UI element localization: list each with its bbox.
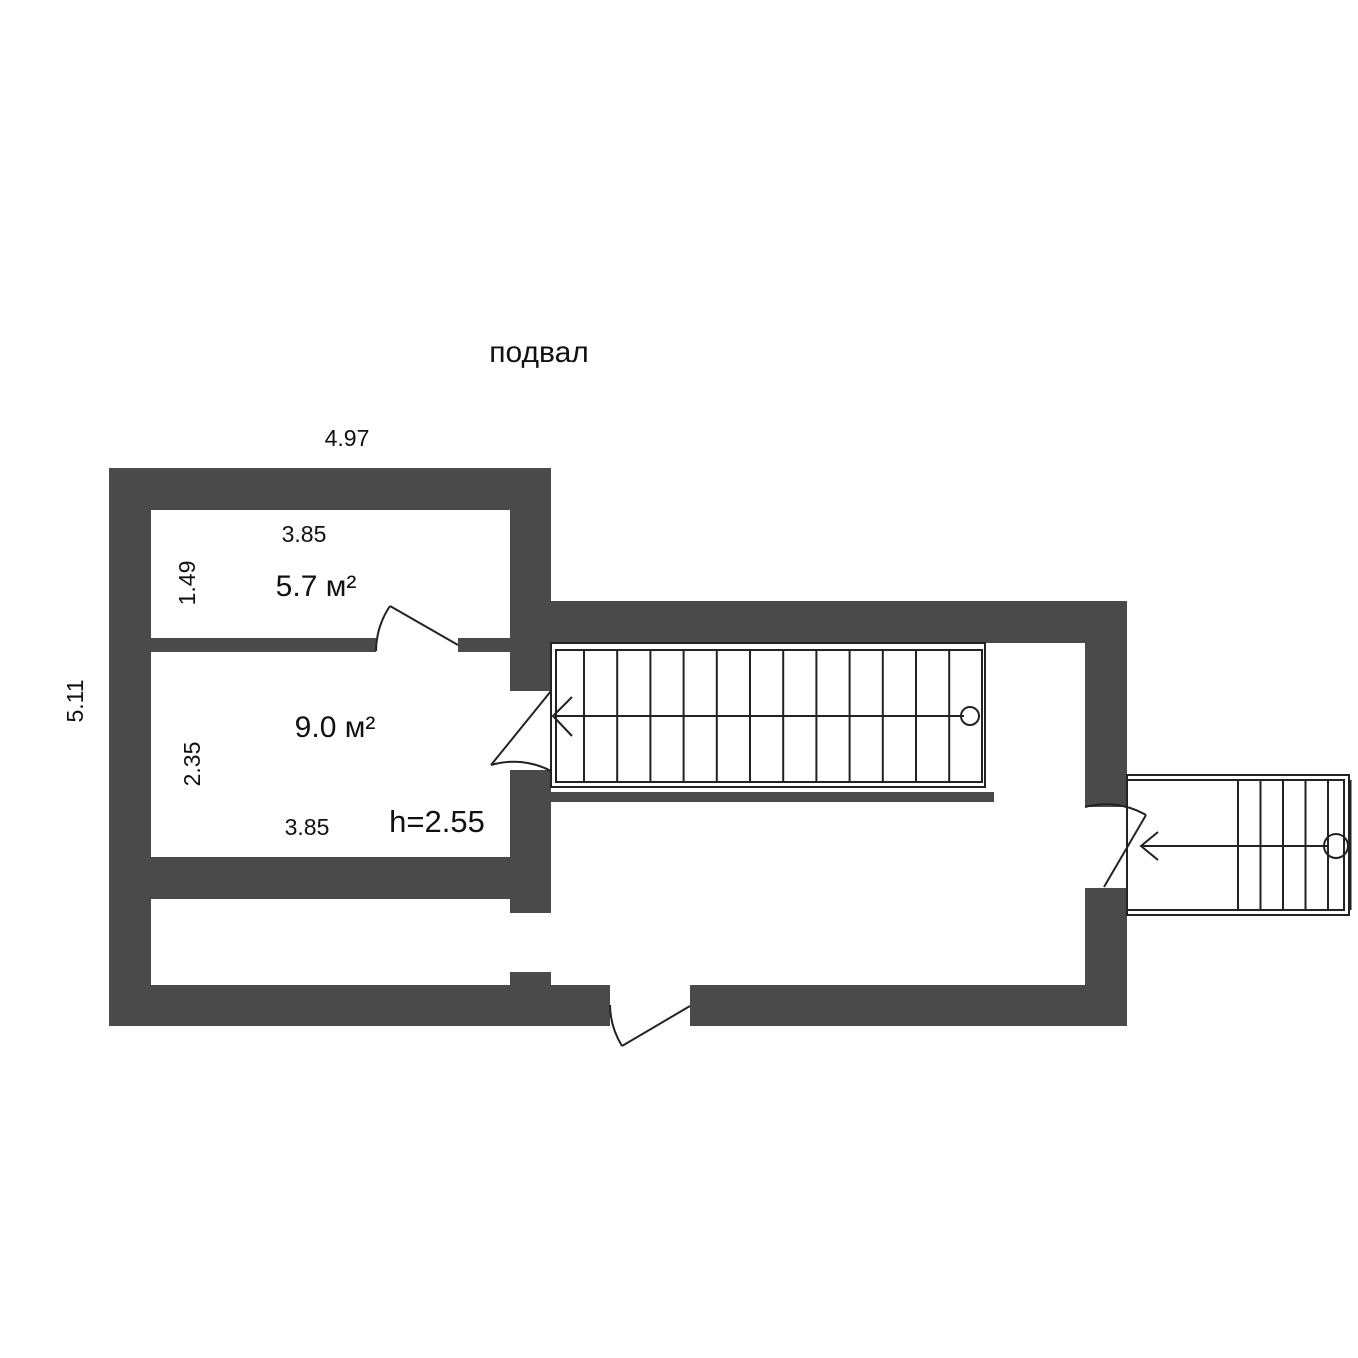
- dim-room1-width: 3.85: [282, 521, 327, 547]
- door-room2-leaf: [490, 690, 552, 766]
- door-room1-swing: [375, 605, 391, 652]
- walls: [109, 468, 1127, 1026]
- room2-area: 9.0 м²: [295, 711, 376, 744]
- wall-left-outer: [109, 468, 151, 1026]
- dim-overall-height: 5.11: [62, 679, 88, 722]
- dim-room2-width: 3.85: [285, 814, 330, 840]
- room1-area: 5.7 м²: [276, 570, 357, 603]
- exterior-stairs-arrow-head: [1139, 831, 1159, 861]
- interior-stairs-arrow-head: [551, 696, 573, 737]
- interior-stairs-start-marker: [960, 706, 980, 726]
- door-room1-leaf: [389, 605, 459, 646]
- wall-right-lower: [1085, 888, 1127, 1026]
- wall-right-upper: [1085, 601, 1127, 807]
- dim-room1-depth: 1.49: [174, 561, 200, 606]
- wall-top-right: [551, 601, 1127, 643]
- exterior-stairs: [1126, 774, 1352, 916]
- wall-middle-bottom: [510, 972, 551, 1026]
- interior-stairs: [550, 642, 986, 788]
- stair-ledge: [551, 792, 994, 802]
- door-right-swing: [1084, 803, 1147, 816]
- door-bottom-swing: [609, 1004, 623, 1047]
- dim-room2-depth: 2.35: [179, 742, 205, 787]
- dim-overall-width: 4.97: [325, 425, 370, 451]
- door-bottom-leaf: [621, 1005, 691, 1047]
- exterior-stairs-inner: [1126, 779, 1345, 911]
- door-room2-swing: [490, 760, 552, 772]
- wall-middle-upper: [510, 468, 551, 691]
- ceiling-height: h=2.55: [389, 804, 485, 839]
- door-right-leaf: [1103, 814, 1147, 888]
- partition-room1-left: [151, 638, 376, 652]
- wall-bottom-right: [690, 985, 1127, 1026]
- wall-top-left: [109, 468, 551, 510]
- partition-room2-bottom: [151, 857, 510, 899]
- interior-stairs-frame: [550, 642, 986, 788]
- floor-title: подвал: [489, 336, 589, 369]
- exterior-stairs-start-marker: [1323, 833, 1349, 859]
- wall-middle-lower: [510, 770, 551, 913]
- doors: [375, 605, 1147, 1047]
- partition-room1-right: [458, 638, 510, 652]
